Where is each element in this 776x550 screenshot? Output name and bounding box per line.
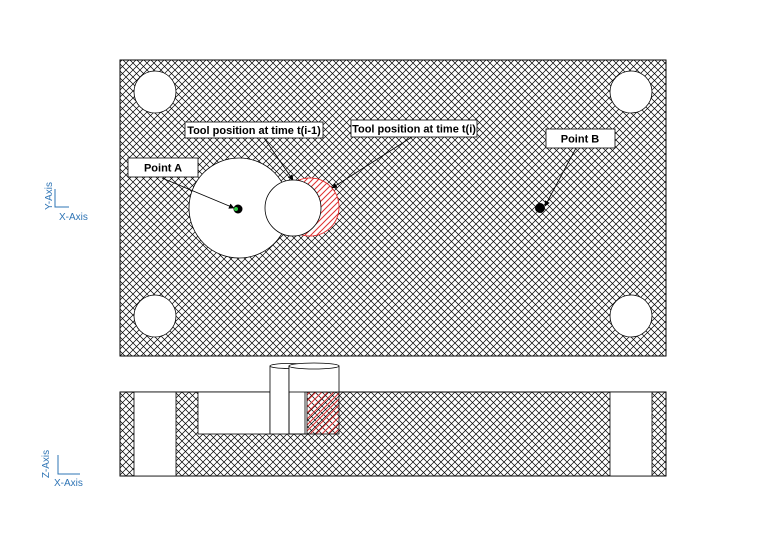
- point-a-center: [234, 207, 238, 211]
- y-axis-label: Y-Axis: [44, 182, 55, 210]
- side-view: Z-Axis X-Axis: [41, 362, 667, 489]
- x-axis-label-top: X-Axis: [59, 212, 88, 223]
- label-tool-current-text: Tool position at time t(i): [352, 124, 476, 136]
- label-point-b-text: Point B: [561, 134, 600, 146]
- label-tool-current: Tool position at time t(i): [350, 119, 478, 138]
- label-point-a: Point A: [127, 157, 199, 178]
- tool-previous: [264, 179, 322, 237]
- point-b-marker: [535, 203, 545, 213]
- side-pocket: [197, 391, 271, 435]
- leader-point-a: [161, 177, 235, 209]
- leader-tool-previous: [263, 137, 294, 181]
- axis-indicator-xy: Y-Axis X-Axis: [44, 182, 88, 223]
- corner-hole-top-right: [609, 70, 653, 114]
- label-tool-previous: Tool position at time t(i-1): [184, 121, 324, 139]
- side-hole-right: [609, 391, 653, 477]
- corner-hole-top-left: [133, 70, 177, 114]
- side-tool-current: [288, 362, 340, 435]
- top-view: Point A Tool position at time t(i-1) Too…: [44, 59, 667, 357]
- x-axis-label-side: X-Axis: [54, 478, 83, 489]
- side-cut-current: [304, 391, 340, 435]
- label-point-b: Point B: [545, 128, 616, 149]
- axis-indicator-xz: Z-Axis X-Axis: [41, 450, 83, 489]
- leader-tool-current: [331, 136, 413, 189]
- label-tool-previous-text: Tool position at time t(i-1): [187, 125, 321, 137]
- corner-hole-bottom-left: [133, 294, 177, 338]
- side-hole-left: [133, 391, 177, 477]
- z-axis-label: Z-Axis: [41, 450, 52, 478]
- label-point-a-text: Point A: [144, 163, 182, 175]
- corner-hole-bottom-right: [609, 294, 653, 338]
- leader-point-b: [544, 147, 577, 207]
